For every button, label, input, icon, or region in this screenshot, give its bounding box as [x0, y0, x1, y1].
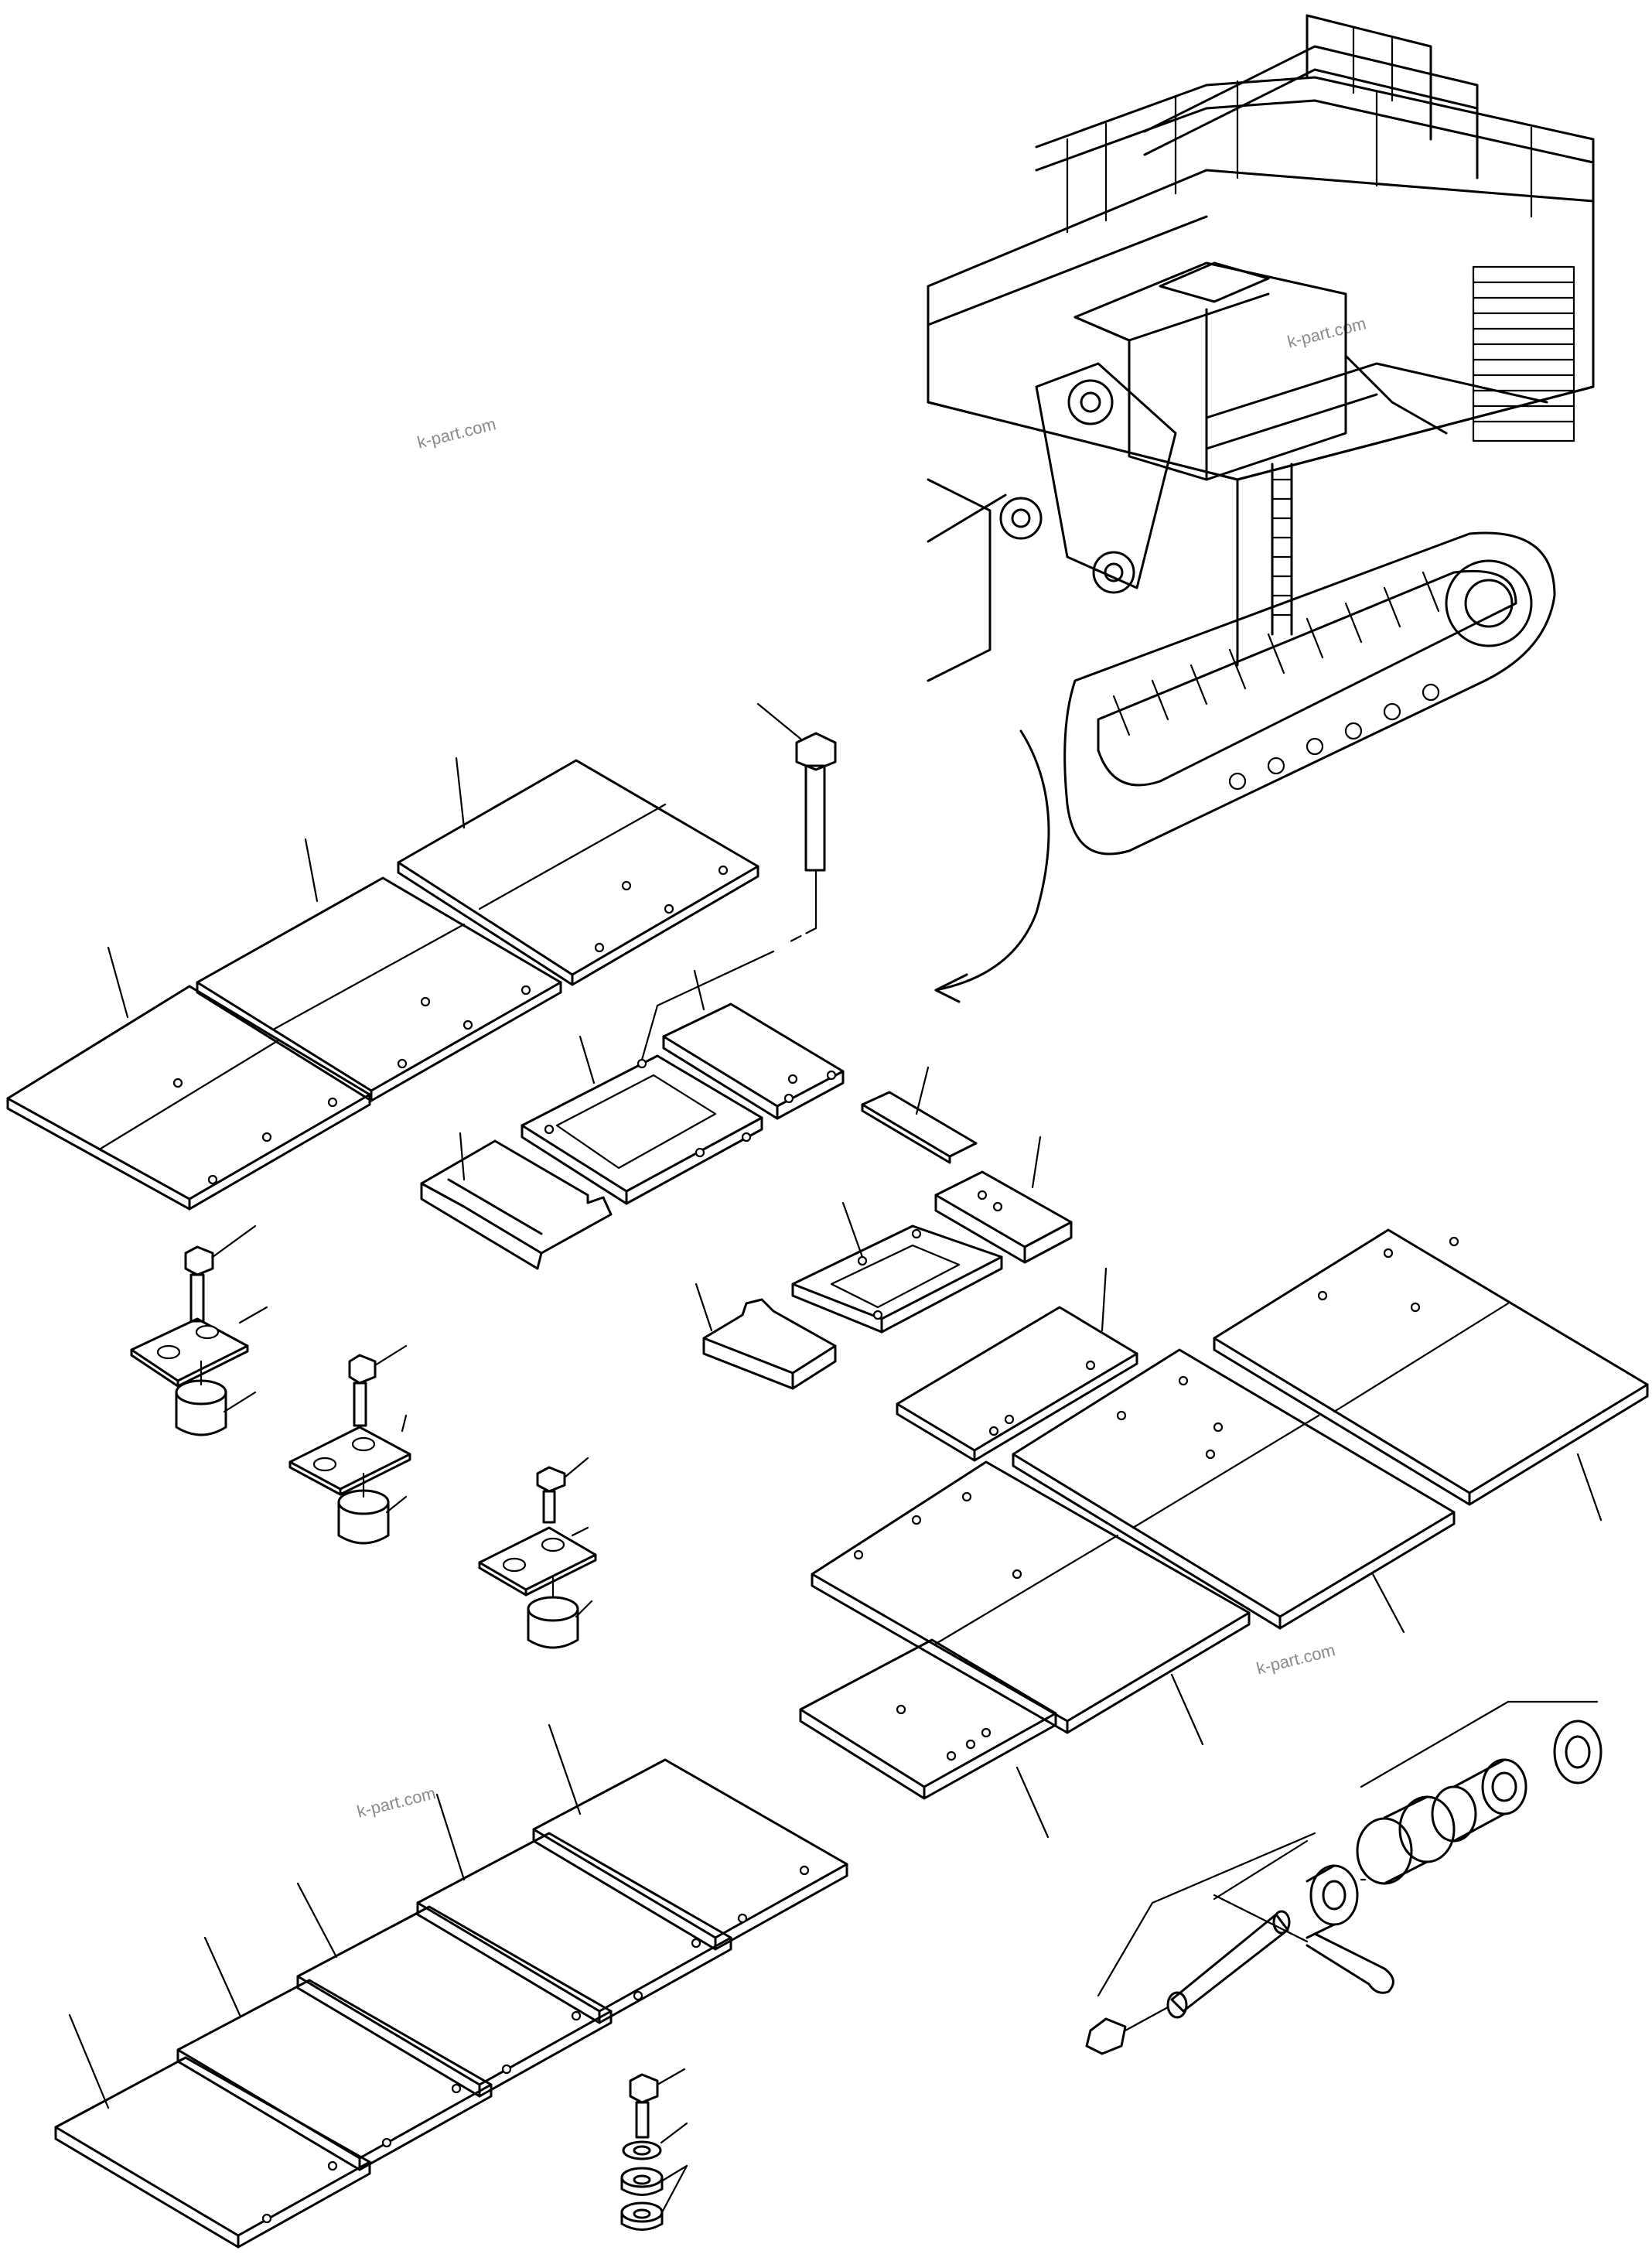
plate-group-bottom-left	[54, 1723, 848, 2249]
plate-group-right	[799, 1228, 1649, 1839]
bolt-stack	[620, 2068, 688, 2231]
fastener-sets	[130, 1224, 597, 1649]
plate-group-top-left	[6, 757, 759, 1211]
long-bolt	[640, 702, 837, 1061]
pin-assembly	[1085, 1700, 1603, 2055]
middle-parts	[420, 969, 1073, 1390]
excavator-illustration	[927, 14, 1595, 1003]
